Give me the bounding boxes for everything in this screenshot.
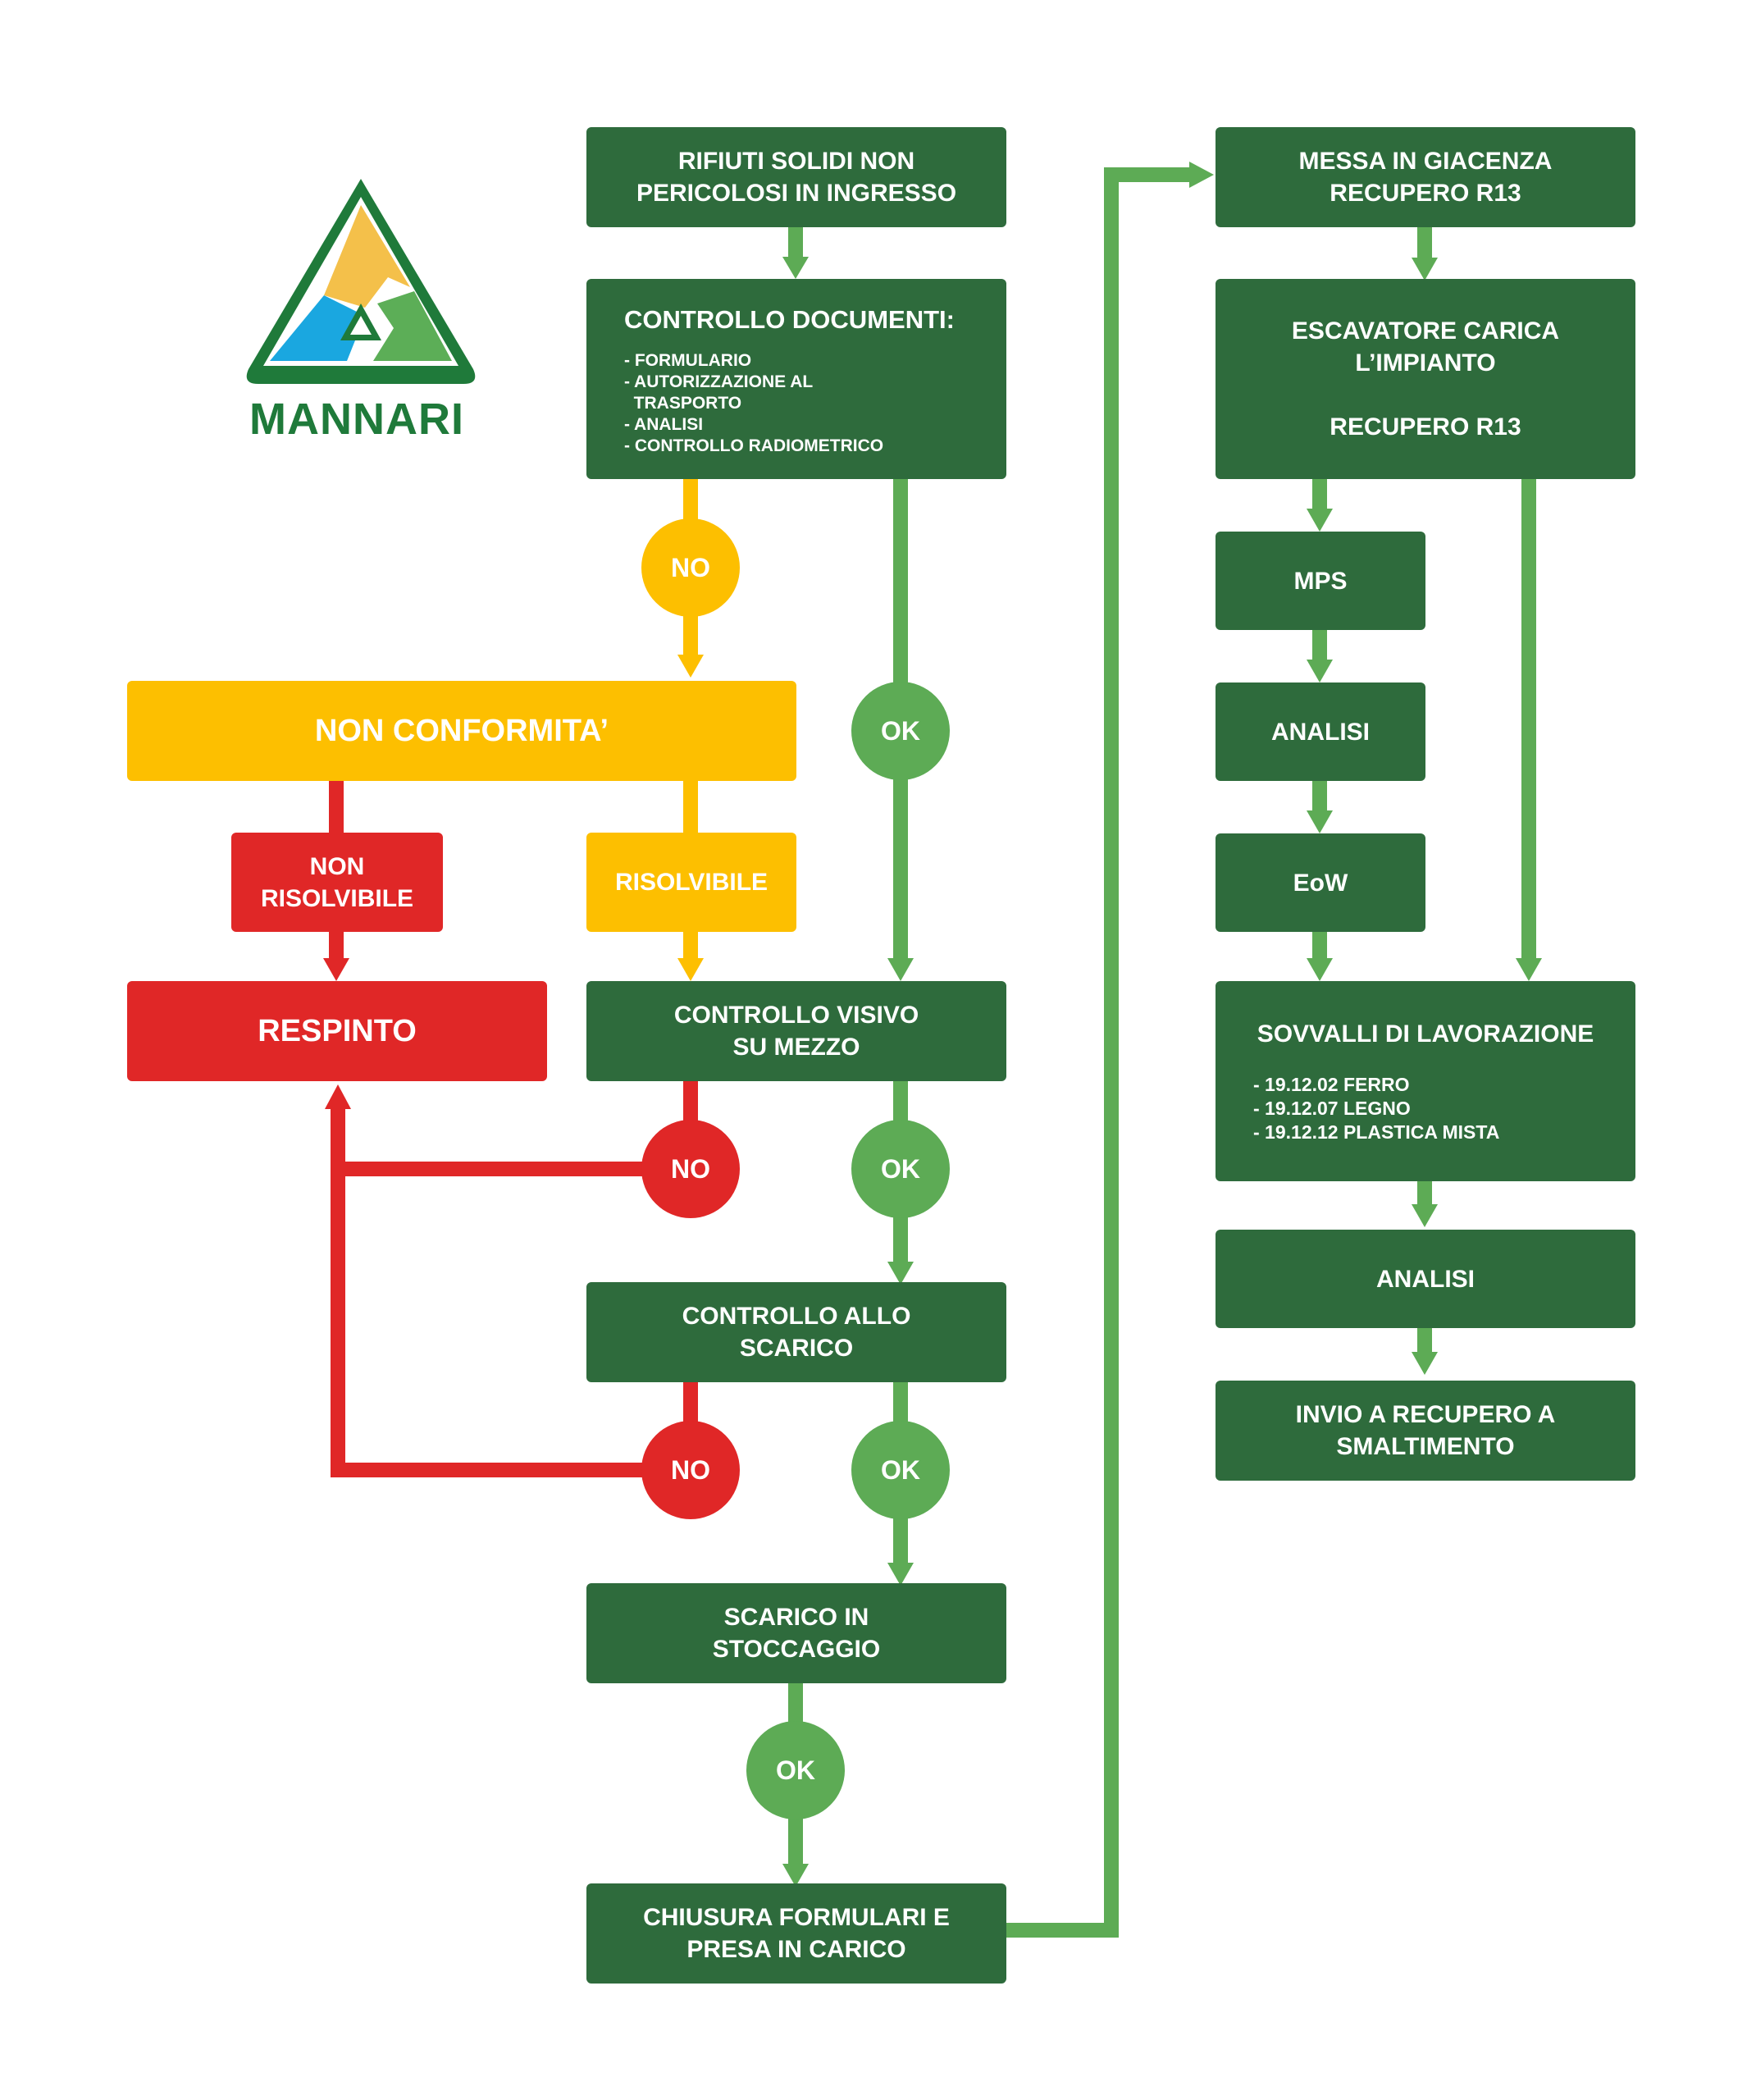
arrowhead bbox=[677, 655, 704, 678]
badge-no-scarico: NO bbox=[641, 1421, 740, 1519]
node-non-conformita-label: NON CONFORMITA’ bbox=[314, 714, 609, 748]
node-controllo-scarico-label: CONTROLLO ALLO SCARICO bbox=[682, 1303, 911, 1362]
node-eow: EoW bbox=[1216, 833, 1425, 932]
brand-name: MANNARI bbox=[249, 395, 464, 444]
node-messa-giacenza: MESSA IN GIACENZA RECUPERO R13 bbox=[1216, 127, 1635, 227]
node-escavatore: ESCAVATORE CARICA L’IMPIANTO RECUPERO R1… bbox=[1216, 279, 1635, 479]
node-respinto: RESPINTO bbox=[127, 981, 547, 1081]
node-analisi-2: ANALISI bbox=[1216, 1230, 1635, 1328]
node-mps: MPS bbox=[1216, 532, 1425, 630]
arrowhead bbox=[1516, 958, 1542, 981]
arrowhead bbox=[1412, 258, 1438, 281]
node-controllo-documenti-title: CONTROLLO DOCUMENTI: bbox=[624, 305, 955, 334]
arrow-chiusura-to-giacenza bbox=[1005, 167, 1191, 1938]
arrowhead bbox=[1412, 1352, 1438, 1375]
badge-ok-scarico: OK bbox=[851, 1421, 950, 1519]
node-rifiuti-label: RIFIUTI SOLIDI NON PERICOLOSI IN INGRESS… bbox=[636, 148, 957, 207]
node-controllo-scarico: CONTROLLO ALLO SCARICO bbox=[586, 1282, 1006, 1382]
node-controllo-visivo-label: CONTROLLO VISIVO SU MEZZO bbox=[673, 1002, 919, 1061]
node-scarico-stoccaggio: SCARICO IN STOCCAGGIO bbox=[586, 1583, 1006, 1683]
arrowhead bbox=[887, 1262, 914, 1285]
node-non-risolvibile: NON RISOLVIBILE bbox=[231, 833, 443, 932]
node-mps-label: MPS bbox=[1293, 567, 1348, 595]
arrowhead bbox=[1307, 660, 1333, 682]
node-sovvalli-title: SOVVALLI DI LAVORAZIONE bbox=[1257, 1020, 1594, 1048]
arrowhead bbox=[1307, 509, 1333, 532]
node-sovvalli-items: - 19.12.02 FERRO - 19.12.07 LEGNO - 19.1… bbox=[1253, 1074, 1500, 1143]
badge-ok-documents: OK bbox=[851, 682, 950, 780]
badge-ok-visivo: OK bbox=[851, 1120, 950, 1218]
arrowhead bbox=[782, 1864, 809, 1887]
badge-ok-stoccaggio: OK bbox=[746, 1721, 845, 1819]
node-non-conformita: NON CONFORMITA’ bbox=[127, 681, 796, 781]
node-invio-label: INVIO A RECUPERO A SMALTIMENTO bbox=[1295, 1401, 1556, 1460]
node-chiusura-label: CHIUSURA FORMULARI E PRESA IN CARICO bbox=[643, 1904, 950, 1963]
arrowhead bbox=[887, 1563, 914, 1586]
node-escavatore-label: ESCAVATORE CARICA L’IMPIANTO RECUPERO R1… bbox=[1291, 317, 1560, 441]
arrowhead bbox=[325, 1084, 351, 1109]
arrowhead bbox=[887, 958, 914, 981]
node-rifiuti: RIFIUTI SOLIDI NON PERICOLOSI IN INGRESS… bbox=[586, 127, 1006, 227]
arrowhead bbox=[677, 958, 704, 981]
node-sovvalli: SOVVALLI DI LAVORAZIONE - 19.12.02 FERRO… bbox=[1216, 981, 1635, 1181]
arrowhead bbox=[1189, 162, 1214, 188]
node-analisi-1-label: ANALISI bbox=[1271, 718, 1370, 746]
node-analisi-1: ANALISI bbox=[1216, 682, 1425, 781]
node-controllo-documenti: CONTROLLO DOCUMENTI: - FORMULARIO - AUTO… bbox=[586, 279, 1006, 479]
node-scarico-stoccaggio-label: SCARICO IN STOCCAGGIO bbox=[712, 1604, 881, 1663]
arrowhead bbox=[1307, 958, 1333, 981]
node-eow-label: EoW bbox=[1293, 869, 1348, 897]
arrowhead bbox=[323, 958, 349, 981]
node-controllo-visivo: CONTROLLO VISIVO SU MEZZO bbox=[586, 981, 1006, 1081]
node-messa-giacenza-label: MESSA IN GIACENZA RECUPERO R13 bbox=[1298, 148, 1553, 207]
node-risolvibile-label: RISOLVIBILE bbox=[614, 869, 769, 896]
node-analisi-2-label: ANALISI bbox=[1376, 1265, 1475, 1293]
node-chiusura: CHIUSURA FORMULARI E PRESA IN CARICO bbox=[586, 1883, 1006, 1984]
arrowhead bbox=[782, 257, 809, 279]
badge-no-visivo: NO bbox=[641, 1120, 740, 1218]
badge-no-documents: NO bbox=[641, 518, 740, 617]
node-respinto-label: RESPINTO bbox=[258, 1014, 417, 1048]
node-non-risolvibile-label: NON RISOLVIBILE bbox=[260, 852, 414, 912]
node-invio: INVIO A RECUPERO A SMALTIMENTO bbox=[1216, 1381, 1635, 1481]
arrowhead bbox=[1307, 810, 1333, 833]
node-risolvibile: RISOLVIBILE bbox=[586, 833, 796, 932]
node-controllo-documenti-items: - FORMULARIO - AUTORIZZAZIONE AL TRASPOR… bbox=[624, 351, 884, 455]
arrowhead bbox=[1412, 1204, 1438, 1227]
arrow-visivo-no bbox=[331, 1080, 698, 1176]
mannari-logo-icon bbox=[246, 179, 476, 384]
